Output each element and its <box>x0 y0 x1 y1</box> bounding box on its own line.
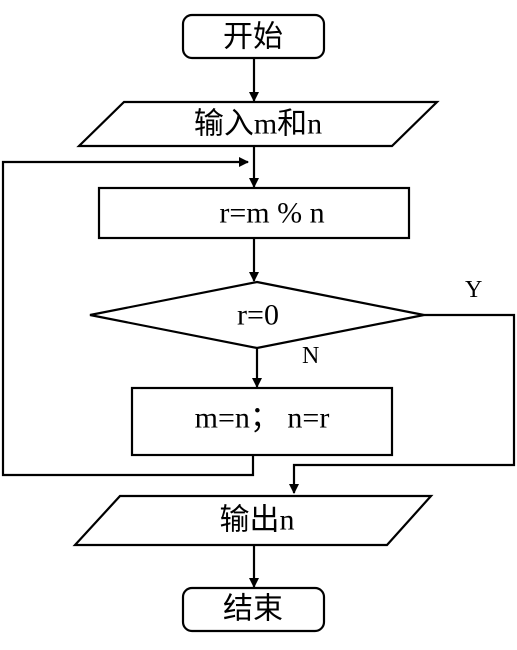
condition-label: r=0 <box>237 299 279 332</box>
arrow-condition-yes-to-output <box>289 313 516 494</box>
arrow-loop-back <box>1 157 255 477</box>
branch-no-label: N <box>302 343 319 369</box>
condition-node: r=0 <box>89 280 425 350</box>
end-node: 结束 <box>181 586 326 633</box>
start-node: 开始 <box>181 13 326 60</box>
remainder-node: r=m % n <box>97 186 411 240</box>
output-node: 输出n <box>72 494 434 547</box>
input-label: 输入m和n <box>194 108 322 141</box>
output-label: 输出n <box>220 504 295 537</box>
input-node: 输入m和n <box>76 100 440 148</box>
end-label: 结束 <box>223 592 283 627</box>
start-label: 开始 <box>223 20 283 55</box>
branch-yes-label: Y <box>465 277 482 303</box>
swap-label: m=n； n=r <box>195 402 330 435</box>
remainder-label: r=m % n <box>219 197 324 230</box>
swap-node: m=n； n=r <box>130 386 394 457</box>
